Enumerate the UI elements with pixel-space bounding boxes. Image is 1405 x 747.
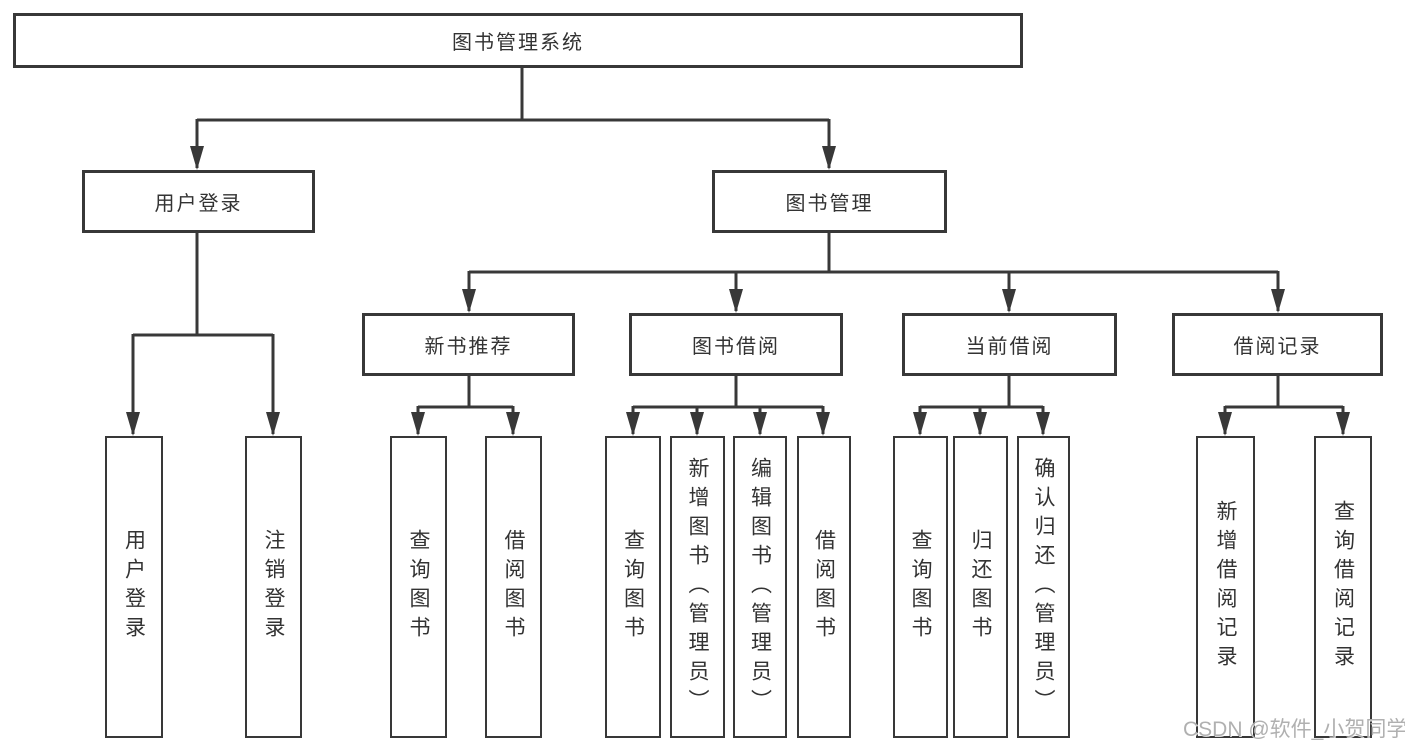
connector-new-book-branch [416,376,515,434]
node-label: 查询图书 [621,529,645,645]
node-label: 查询图书 [909,529,932,645]
node-new-book-recommend: 新书推荐 [362,313,575,376]
node-label: 当前借阅 [965,336,1054,358]
leaf-query-books-recommend: 查询图书 [390,436,447,738]
node-label: 注销登录 [262,529,285,645]
node-label: 新增借阅记录 [1214,500,1237,674]
node-label: 图书管理 [785,193,874,215]
node-label: 查询图书 [407,529,430,645]
node-current-borrow: 当前借阅 [902,313,1117,376]
node-label: 用户登录 [122,529,146,645]
node-label: 新书推荐 [424,336,513,358]
node-label: 编辑图书（管理员） [748,456,772,718]
leaf-query-books-current: 查询图书 [893,436,948,738]
node-label: 图书借阅 [692,336,780,358]
connector-book-borrow-branch [631,376,825,434]
connector-borrow-record-branch [1223,376,1345,434]
leaf-add-books-admin: 新增图书（管理员） [670,436,725,738]
node-label: 确认归还（管理员） [1032,456,1055,718]
node-label: 用户登录 [154,193,243,215]
leaf-query-borrow-record: 查询借阅记录 [1314,436,1372,738]
connector-root-to-level2 [195,66,831,168]
node-label: 借阅图书 [812,529,836,645]
node-book-borrow: 图书借阅 [629,313,843,376]
node-book-management: 图书管理 [712,170,947,233]
leaf-return-books: 归还图书 [953,436,1008,738]
node-label: 归还图书 [969,529,992,645]
node-label: 图书管理系统 [452,32,584,54]
connector-user-login-branch [131,233,275,434]
csdn-watermark: CSDN @软件_小贺同学 [1183,718,1405,741]
leaf-confirm-return-admin: 确认归还（管理员） [1017,436,1070,738]
leaf-add-borrow-record: 新增借阅记录 [1196,436,1255,738]
node-label: 新增图书（管理员） [686,456,709,718]
leaf-borrow-books: 借阅图书 [797,436,851,738]
connector-book-management-branch [467,233,1280,311]
node-borrow-record: 借阅记录 [1172,313,1383,376]
leaf-query-books-borrow: 查询图书 [605,436,661,738]
leaf-edit-books-admin: 编辑图书（管理员） [733,436,787,738]
arrowheads [126,146,1350,436]
node-label: 借阅图书 [502,529,525,645]
node-root-library-system: 图书管理系统 [13,13,1023,68]
node-label: 查询借阅记录 [1331,500,1355,674]
node-user-login: 用户登录 [82,170,315,233]
leaf-borrow-books-recommend: 借阅图书 [485,436,542,738]
leaf-user-login: 用户登录 [105,436,163,738]
leaf-logout: 注销登录 [245,436,302,738]
node-label: 借阅记录 [1233,336,1322,358]
